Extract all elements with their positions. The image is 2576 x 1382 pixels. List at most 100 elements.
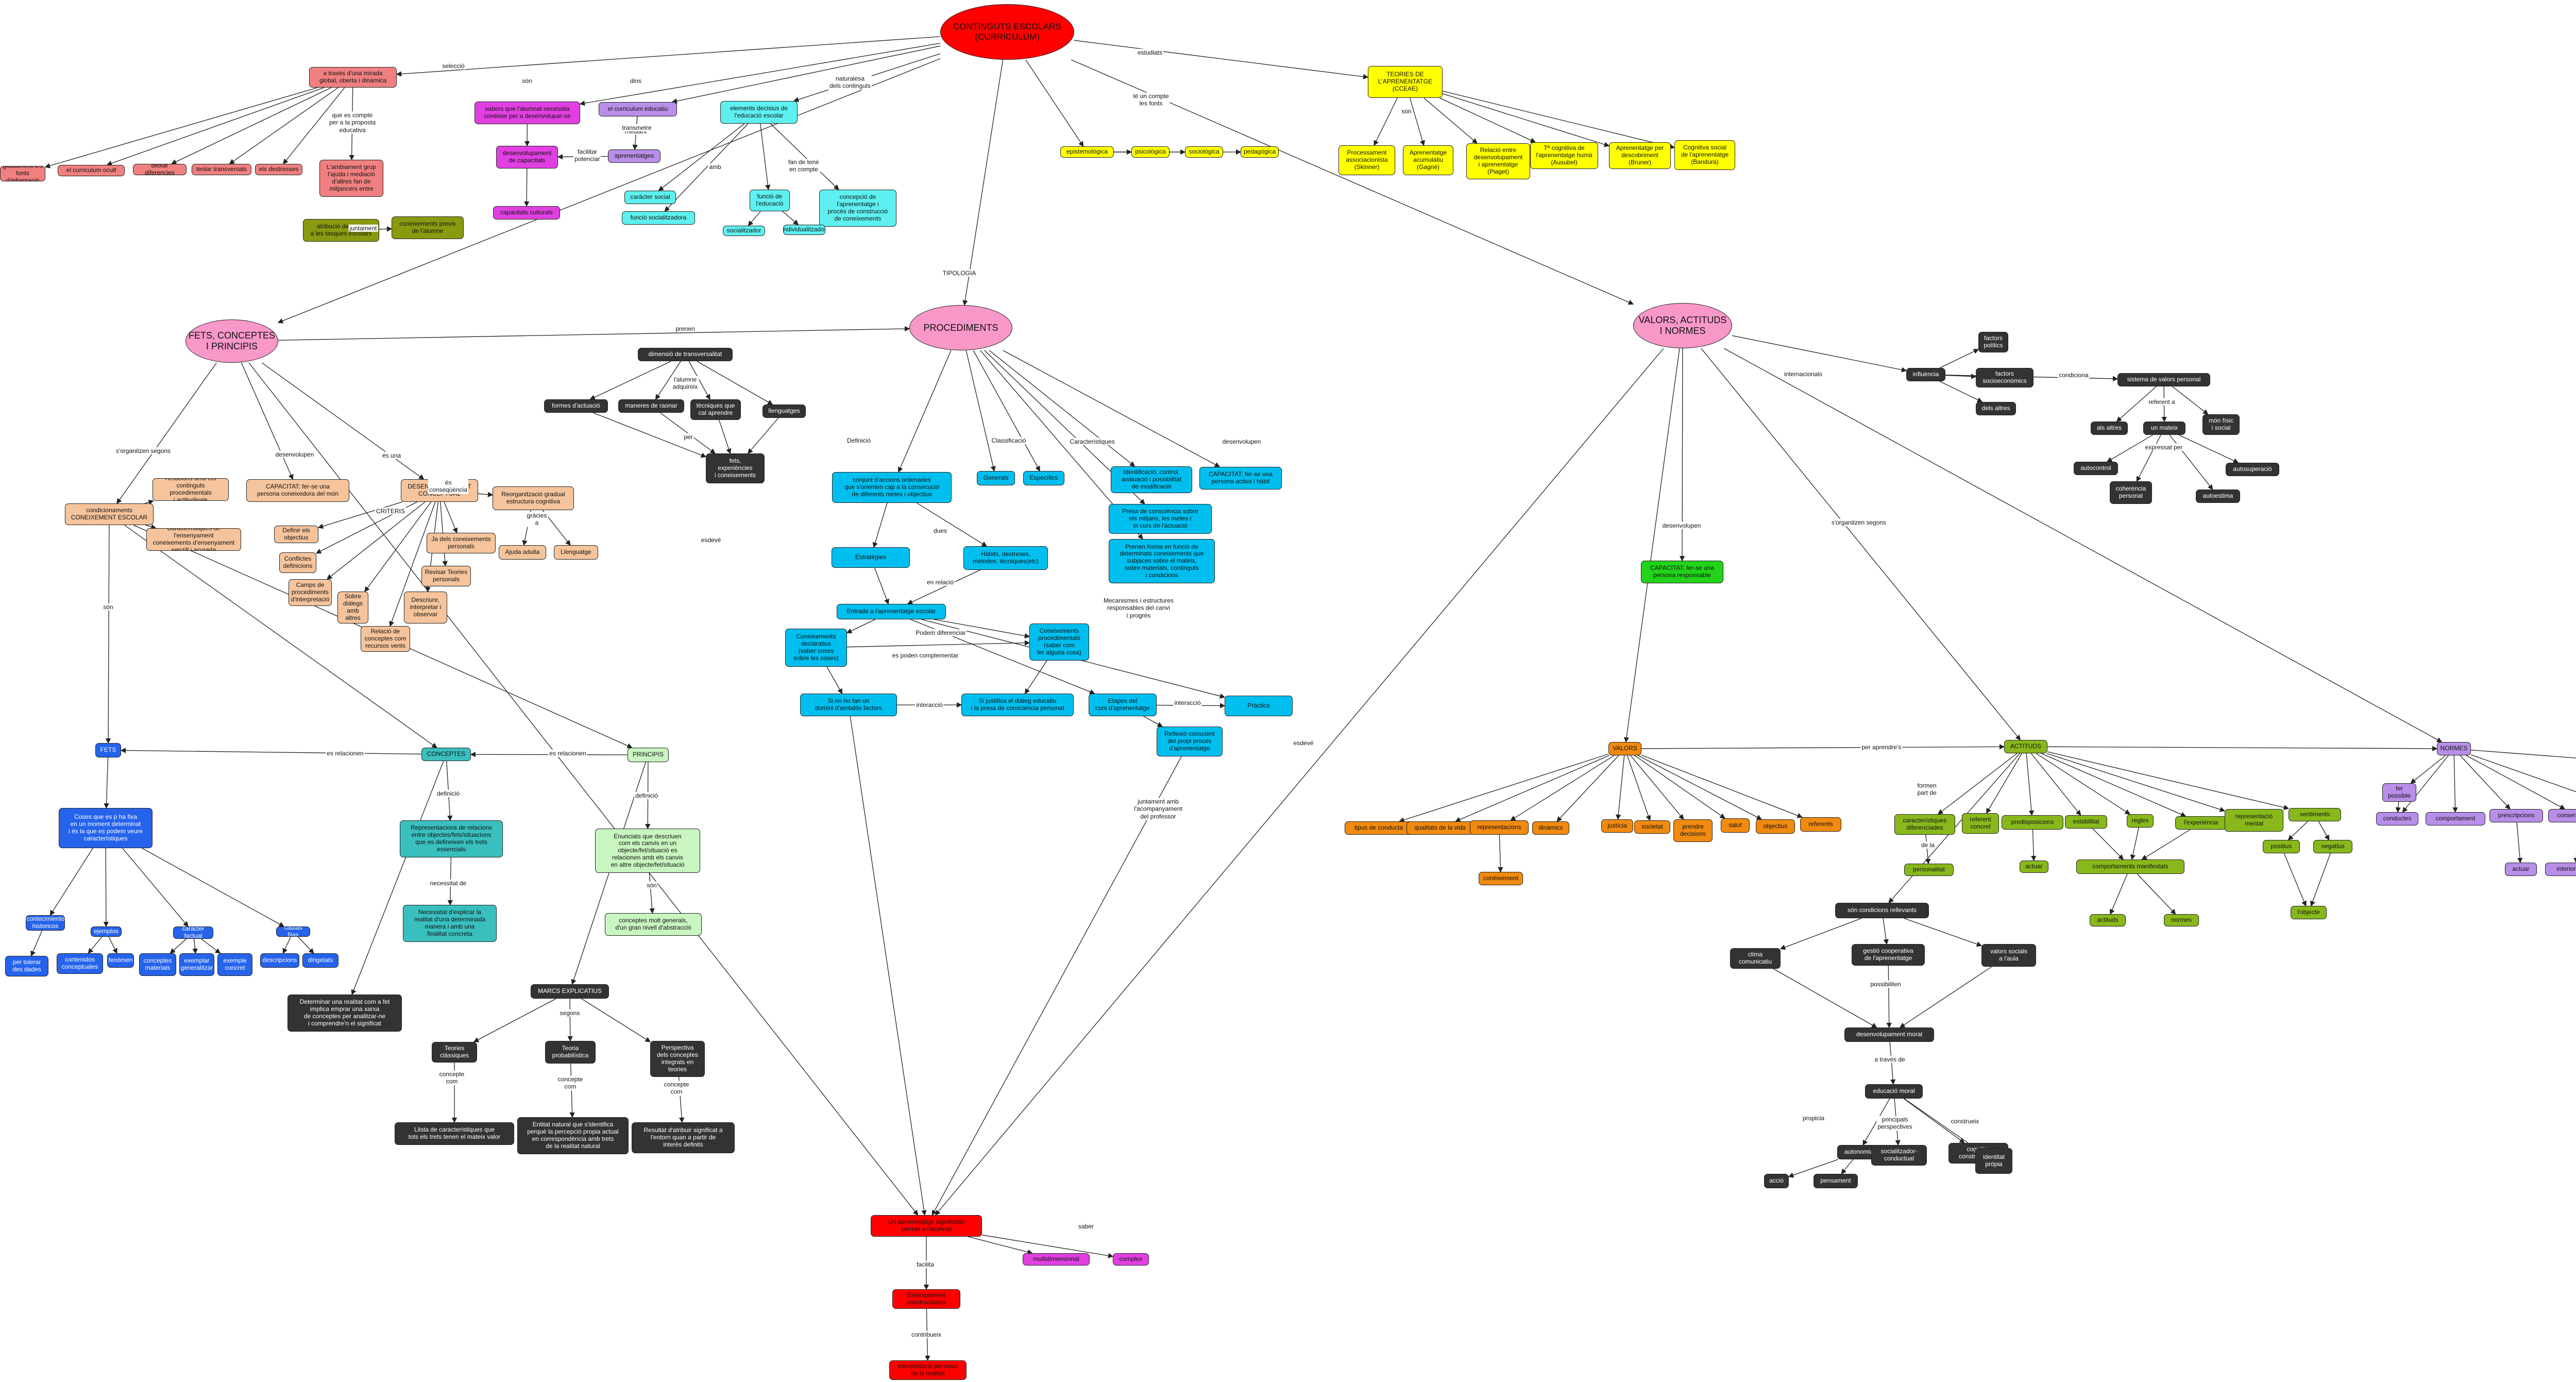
node-n8: actuar — [2505, 863, 2537, 876]
node-edumoral: educació moral — [1865, 1084, 1923, 1099]
edge-tecniques-fets2 — [719, 419, 732, 454]
edge-actituds-normes — [2047, 746, 2438, 751]
node-s2: el curriculum ocult — [58, 165, 125, 176]
edge-label-dins: dins — [629, 77, 643, 85]
node-sistema: sistema de valors personal — [2117, 373, 2210, 386]
edge-label-gracies: gràcies a — [526, 512, 548, 527]
node-f4: pedagògica — [1241, 146, 1279, 158]
node-a16: l'objecte — [2291, 906, 2327, 919]
edge-root-atrav — [396, 36, 941, 77]
edge-a11-a15 — [2137, 873, 2176, 915]
edge-a11-a14 — [2109, 873, 2128, 915]
node-v9: objectius — [1756, 819, 1795, 834]
edge-aprenentatge-complex — [981, 1235, 1114, 1258]
edge-a1-a9 — [1925, 834, 1931, 865]
node-bl8: dirigetats — [302, 953, 338, 968]
node-bl1: per tolerar des dades — [5, 956, 48, 976]
node-f3: sociològica — [1185, 146, 1223, 158]
edge-label-consequencia: és conseqüència — [428, 479, 469, 494]
edge-label-transmetre: transmetre — [621, 124, 653, 132]
node-a3: predisposicions — [2002, 815, 2063, 830]
node-complex: complex — [1113, 1253, 1149, 1266]
edge-label-facilita: facilita — [915, 1260, 936, 1269]
edge-label-condiciona: condiciona — [2058, 371, 2090, 379]
node-presa: Presa de consciència sobre els mitjans, … — [1109, 504, 1212, 534]
node-root: CONTINGUTS ESCOLARS (CURRÍCULUM) — [940, 4, 1074, 60]
edge-funcio-indiv — [782, 211, 799, 225]
edge-valors2-v7 — [1630, 755, 1684, 820]
node-f1: epistemològica — [1060, 146, 1114, 158]
edge-label-organitzen2: s'organitzen segons — [1830, 518, 1888, 527]
node-esfa: Si no ho fan un domini d'ambdós factors — [800, 694, 897, 716]
node-fets: FETS, CONCEPTES I PRINCIPIS — [185, 319, 278, 363]
edge-actituds-a2 — [1986, 753, 2022, 814]
node-s4: tenlar transversals — [192, 164, 251, 175]
edge-root-sabers — [579, 43, 941, 106]
node-alsaltres: als altres — [2091, 422, 2128, 435]
edge-a4-a11 — [2092, 828, 2124, 860]
node-normes: NORMES — [2437, 742, 2471, 755]
node-esjust: Si justifica el diàleg educatiu i la pre… — [961, 694, 1074, 716]
edge-label-internacionals: internacionals — [1783, 370, 1824, 378]
node-c4: Sobre diàlegs amb altres — [337, 592, 368, 623]
edge-label-segons: segons — [558, 1009, 581, 1017]
edge-elements-concep — [770, 123, 839, 190]
edge-label-esdeve2: esdevé — [1292, 739, 1315, 747]
edge-label-fan: fan de tenir en compte — [787, 158, 821, 174]
node-bl2: contenidos conceptuales — [57, 953, 103, 974]
edge-coses-b4 — [142, 848, 285, 927]
node-generals: Generals — [977, 471, 1015, 485]
edge-atrav-s4 — [229, 87, 338, 164]
edge-actituds-a3 — [2026, 753, 2035, 816]
edge-label-aprendre: per aprendre's — [1860, 743, 1903, 751]
edge-desconc-c1 — [317, 501, 403, 529]
edge-conjunt-estrategies — [872, 502, 888, 548]
node-a4: estabilitat — [2065, 815, 2107, 829]
node-relacions: Relacions amb els continguts procediment… — [152, 478, 229, 501]
edge-a6-a11 — [2141, 829, 2191, 860]
node-repres: Representacions de relacions entre objec… — [400, 820, 503, 857]
edge-teories-t4 — [1439, 97, 1536, 143]
node-a7: representació mental — [2225, 809, 2283, 832]
node-v10: referents — [1800, 817, 1841, 832]
edge-coses-b3 — [122, 848, 189, 927]
node-v8: salut — [1721, 818, 1750, 833]
edge-label-mecanismes: Mecanismes i estructures responsables de… — [1102, 597, 1175, 619]
node-v2: qualitats de la vida — [1406, 821, 1473, 835]
node-fets2: fets, experiències i coneixements — [706, 453, 765, 483]
node-valorsaula: valors socials a l'aula — [1981, 944, 2036, 967]
edge-aprenentatge-multid — [968, 1236, 1033, 1255]
node-c1: Definir els objectius — [274, 526, 318, 543]
edge-conjunt-habits — [917, 502, 988, 547]
edge-elements-funcio — [760, 123, 771, 191]
node-a2: referent concret — [1962, 813, 1999, 834]
edge-normes-n4 — [2460, 755, 2511, 810]
node-funsoc: funció socialitzadora — [622, 211, 695, 225]
node-aprenent: aprenentatges — [608, 149, 660, 163]
edge-label-necessitat: necessitat de — [429, 879, 468, 887]
edge-formes-fets2 — [592, 412, 707, 458]
node-capacitat3: CAPACITAT: fer-se una persona responsabl… — [1641, 561, 1723, 583]
node-b3: caracter factual — [173, 926, 213, 939]
edge-label-relacio: en relació — [925, 578, 955, 586]
edge-valors2-v5 — [1616, 755, 1625, 820]
edge-marcs-m1 — [473, 998, 556, 1042]
edge-label-naturalesa: naturalesa dels continguts — [828, 75, 872, 90]
edge-label-concepte2: concepte com — [556, 1075, 584, 1091]
edge-autonomia-accio — [1788, 1159, 1839, 1178]
node-sabers: sabers que l'alumnat necessita conèixer … — [474, 102, 580, 124]
edge-entrada-coneixproc — [934, 619, 1030, 638]
edge-label-formen: formen part de — [1916, 782, 1938, 797]
node-n1: fer possible — [2382, 783, 2416, 802]
node-t5: Aprenentatge per descobriment (Bruner) — [1609, 142, 1671, 169]
edge-desconc-c5 — [389, 501, 436, 627]
edge-label-desenvolupen1: desenvolupen — [1221, 437, 1262, 446]
node-n4: prescripcions — [2489, 809, 2543, 822]
node-conjunt: conjunt d'accions ordenades que s'orient… — [832, 472, 952, 503]
node-autocontrol: autocontrol — [2074, 462, 2118, 475]
edge-condrel-valorsaula — [1904, 918, 1982, 947]
edge-root-curr — [671, 45, 941, 104]
node-v3: representacions — [1470, 820, 1529, 835]
edge-label-relacionen2: es relacionen — [548, 749, 587, 757]
edge-label-relacionen1: es relacionen — [326, 749, 365, 757]
